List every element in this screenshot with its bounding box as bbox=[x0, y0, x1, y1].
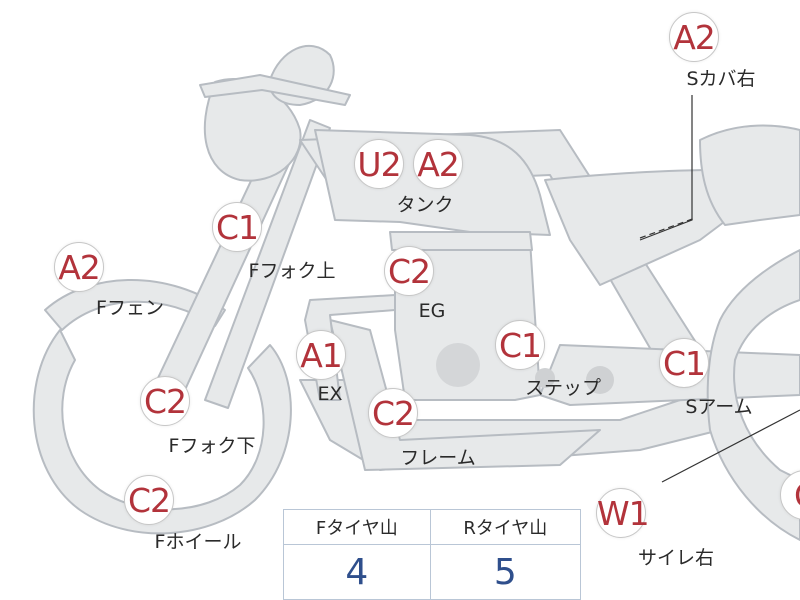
marker-engine: C2 bbox=[384, 246, 434, 296]
marker-tank-u: U2 bbox=[354, 139, 404, 189]
leader-line-s-cover bbox=[639, 95, 693, 241]
marker-f-wheel: C2 bbox=[124, 475, 174, 525]
label-step: ステップ bbox=[524, 377, 602, 399]
footpeg-left bbox=[535, 368, 555, 388]
label-swing-arm: Sアーム bbox=[685, 396, 753, 418]
label-f-wheel: Fホイール bbox=[154, 531, 242, 553]
label-s-cover-right: Sカバ右 bbox=[686, 68, 756, 90]
label-frame: フレーム bbox=[400, 447, 476, 469]
leader-line-silencer bbox=[661, 409, 800, 483]
header-front-tire: Fタイヤ山 bbox=[283, 509, 431, 545]
front-wheel bbox=[32, 329, 292, 535]
marker-swing-arm: C1 bbox=[659, 338, 709, 388]
label-engine: EG bbox=[418, 300, 446, 322]
footpeg bbox=[586, 366, 614, 394]
label-fork-lower: Fフォク下 bbox=[168, 435, 256, 457]
marker-frame: C2 bbox=[368, 388, 418, 438]
engine-head bbox=[389, 231, 533, 251]
marker-silencer-right: W1 bbox=[596, 488, 650, 538]
marker-tank-a: A2 bbox=[413, 139, 463, 189]
rear-wheel bbox=[706, 249, 800, 541]
engine-cover bbox=[436, 343, 480, 387]
tire-tread-table: Fタイヤ山 Rタイヤ山 4 5 bbox=[283, 509, 582, 600]
label-fork-upper: Fフォク上 bbox=[248, 260, 336, 282]
label-tank: タンク bbox=[396, 194, 454, 216]
value-rear-tire: 5 bbox=[430, 544, 582, 600]
marker-step: C1 bbox=[495, 320, 545, 370]
label-silencer-right: サイレ右 bbox=[637, 547, 715, 569]
value-front-tire: 4 bbox=[283, 544, 431, 600]
header-rear-tire: Rタイヤ山 bbox=[430, 509, 582, 545]
side-cover bbox=[544, 169, 741, 286]
marker-exhaust: A1 bbox=[296, 330, 346, 380]
marker-f-fender: A2 bbox=[54, 242, 104, 292]
handlebar bbox=[199, 74, 351, 106]
marker-fork-upper: C1 bbox=[212, 202, 262, 252]
marker-s-cover-right: A2 bbox=[669, 12, 719, 62]
label-f-fender: Fフェン bbox=[96, 297, 164, 319]
seat bbox=[699, 124, 800, 226]
marker-fork-lower: C2 bbox=[140, 376, 190, 426]
label-exhaust: EX bbox=[317, 383, 343, 405]
front-fork-inner bbox=[204, 119, 331, 409]
